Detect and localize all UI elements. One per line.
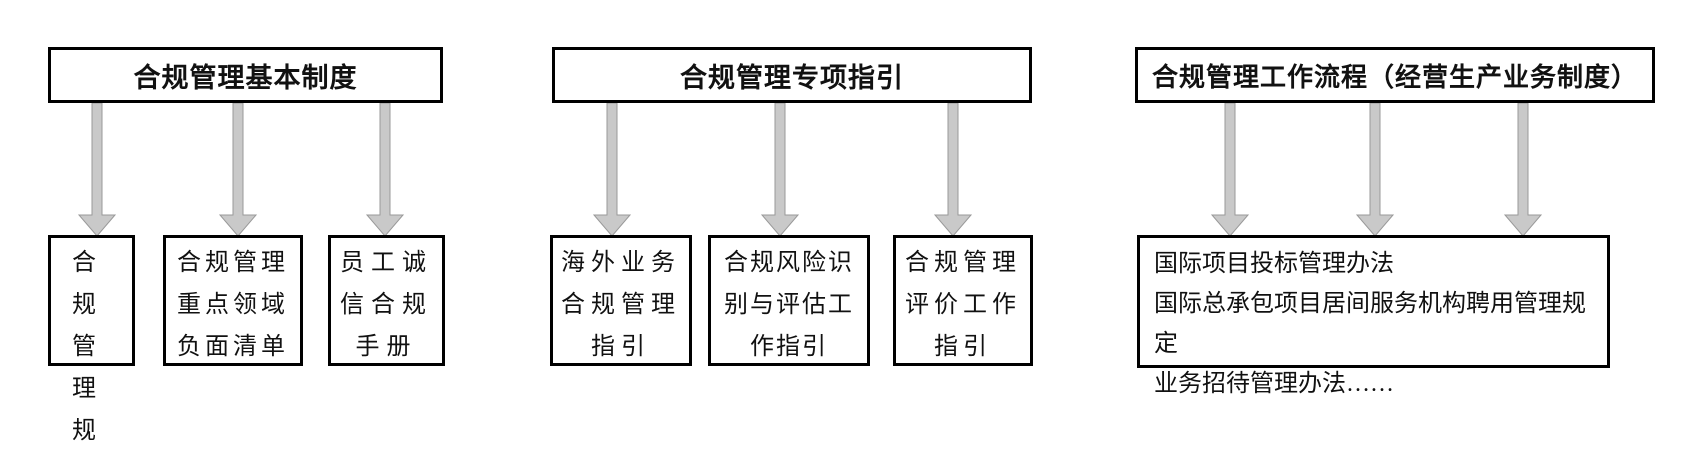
down-arrow-icon	[592, 103, 632, 237]
down-arrow-icon	[1210, 103, 1250, 237]
child-box-integrity-handbook: 员工诚 信合规 手册	[328, 235, 445, 366]
child-box-risk-assessment-guideline: 合规风险识 别与评估工 作指引	[708, 235, 870, 366]
down-arrow-icon	[77, 103, 117, 237]
down-arrow-icon	[218, 103, 258, 237]
down-arrow-icon	[1355, 103, 1395, 237]
child-box-overseas-guideline: 海外业务 合规管理 指引	[550, 235, 692, 366]
header-box-work-process: 合规管理工作流程（经营生产业务制度）	[1135, 47, 1655, 103]
child-box-negative-list: 合规管理 重点领域 负面清单	[163, 235, 303, 366]
down-arrow-icon	[933, 103, 973, 237]
header-box-special-guidelines: 合规管理专项指引	[552, 47, 1032, 103]
child-box-evaluation-guideline: 合规管理 评价工作 指引	[893, 235, 1033, 366]
down-arrow-icon	[760, 103, 800, 237]
child-box-compliance-regulations: 合规 管理 规定	[48, 235, 135, 444]
down-arrow-icon	[1503, 103, 1543, 237]
child-box-process-documents: 国际项目投标管理办法 国际总承包项目居间服务机构聘用管理规定 业务招待管理办法……	[1137, 235, 1610, 397]
header-box-basic-systems: 合规管理基本制度	[48, 47, 443, 103]
down-arrow-icon	[365, 103, 405, 237]
